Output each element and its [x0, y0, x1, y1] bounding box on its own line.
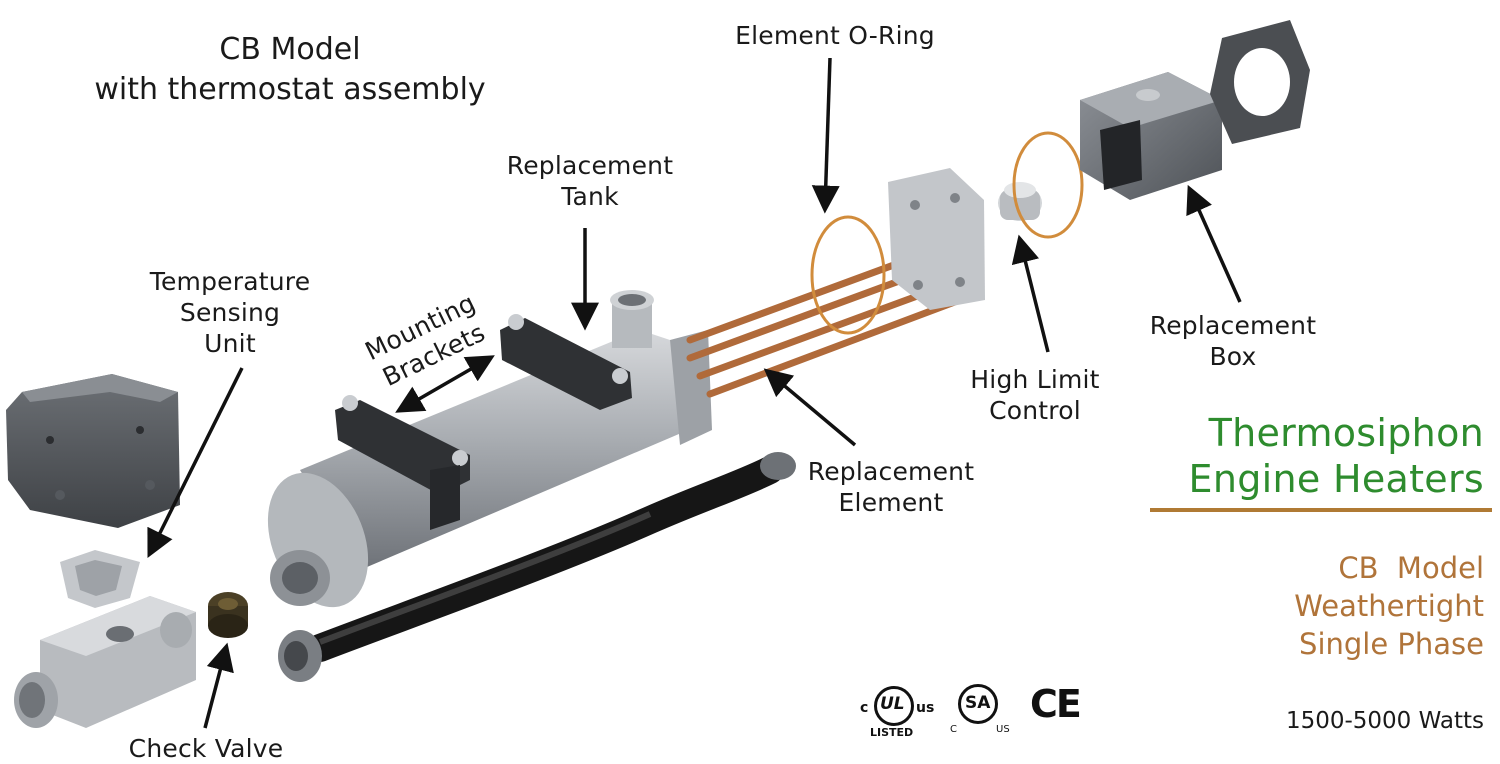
ul-c-text: c	[860, 700, 869, 716]
label-line: Element O-Ring	[735, 21, 935, 50]
brand-sub-line-2: Weathertight	[1294, 589, 1484, 623]
label-line: Temperature	[149, 267, 311, 296]
label-line: Replacement	[1149, 311, 1317, 340]
csa-mark-text: SA	[965, 693, 991, 713]
box-oring	[1012, 131, 1084, 239]
replacement-box	[1080, 72, 1222, 200]
arrow-element-oring	[811, 57, 840, 214]
csa-c-text: C	[950, 724, 957, 735]
arrow-replacement-box	[1186, 184, 1242, 303]
label-line: Unit	[204, 329, 256, 358]
label-line: Control	[989, 396, 1081, 425]
arrow-temperature-sensing	[147, 367, 244, 559]
pointer-arrows	[147, 57, 1242, 729]
ul-mark-text: UL	[880, 694, 905, 714]
ce-logo: CE	[1030, 682, 1086, 726]
csa-us-text: US	[996, 724, 1010, 735]
arrow-replacement-element	[763, 368, 857, 447]
ul-circle-icon	[874, 686, 914, 726]
hose-assembly	[278, 452, 796, 682]
label-temperature-sensing-unit: Temperature Sensing Unit	[140, 266, 320, 359]
wattage-range: 1500-5000 Watts	[1285, 708, 1484, 734]
brand-title: Thermosiphon Engine Heaters	[1189, 410, 1484, 502]
csa-circle-icon	[958, 684, 998, 724]
brand-sub-line-3: Single Phase	[1299, 627, 1484, 661]
element-flange-plate	[888, 168, 985, 310]
mounting-bracket-rear	[500, 314, 632, 410]
label-line: Replacement	[807, 457, 975, 486]
mounting-bracket-front	[335, 395, 470, 530]
label-high-limit-control: High Limit Control	[955, 364, 1115, 426]
arrow-mounting-brackets	[395, 355, 495, 413]
check-valve-body	[14, 596, 196, 728]
label-check-valve: Check Valve	[116, 733, 296, 764]
label-replacement-box: Replacement Box	[1138, 310, 1328, 372]
label-line: Element	[838, 488, 944, 517]
brand-divider	[1150, 508, 1492, 512]
brand-title-line-2: Engine Heaters	[1188, 457, 1484, 501]
label-line: Replacement	[506, 151, 674, 180]
temperature-sensing-cap	[6, 374, 180, 528]
ul-listed-logo: c UL us LISTED	[860, 680, 940, 742]
thermostat-clip	[60, 550, 140, 608]
element-oring	[810, 215, 886, 335]
gasket	[1210, 20, 1310, 144]
label-line: Box	[1209, 342, 1257, 371]
arrow-check-valve	[203, 642, 234, 729]
label-line: Sensing	[179, 298, 281, 327]
label-replacement-element: Replacement Element	[796, 456, 986, 518]
check-valve-plug	[208, 592, 248, 638]
arrow-high-limit-control	[1011, 234, 1050, 353]
brand-subtitle: CB Model Weathertight Single Phase	[1294, 549, 1484, 663]
label-line: Check Valve	[128, 734, 284, 763]
csa-logo: SA C US	[948, 680, 1018, 742]
brand-title-line-1: Thermosiphon	[1208, 411, 1484, 455]
ce-mark-text: CE	[1030, 682, 1082, 726]
heading-line-1: CB Model	[219, 32, 361, 67]
label-element-oring: Element O-Ring	[720, 20, 950, 51]
ul-listed-text: LISTED	[870, 726, 914, 739]
high-limit-control	[998, 182, 1042, 221]
ul-us-text: us	[916, 700, 935, 716]
diagram-heading: CB Model with thermostat assembly	[70, 30, 510, 110]
label-line: High Limit	[970, 365, 1100, 394]
heading-line-2: with thermostat assembly	[94, 72, 486, 107]
label-line: Tank	[561, 182, 619, 211]
brand-sub-line-1: CB Model	[1338, 551, 1484, 585]
label-replacement-tank: Replacement Tank	[495, 150, 685, 212]
